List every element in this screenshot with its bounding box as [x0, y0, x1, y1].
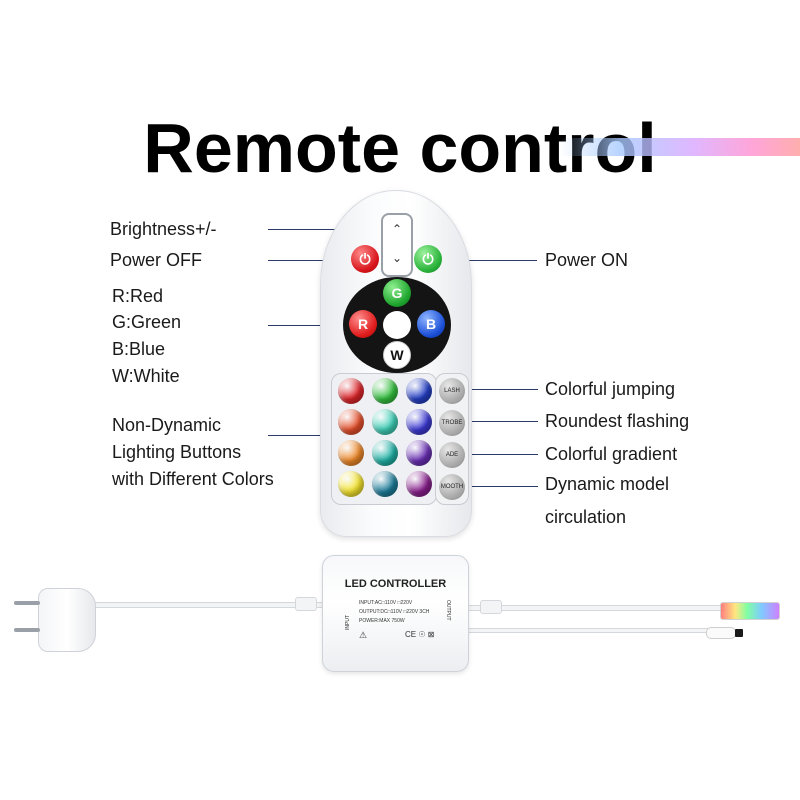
label-green: G:Green — [112, 312, 182, 332]
input-tag: INPUT — [345, 615, 351, 630]
rainbow-swoosh — [560, 138, 800, 156]
label-non-dynamic-1: Non-Dynamic — [112, 415, 222, 435]
white-button[interactable]: W — [383, 341, 411, 369]
eu-plug — [38, 588, 96, 652]
signal-cable — [466, 628, 710, 633]
color-button-r1-c2[interactable] — [372, 378, 398, 404]
warning-icon: ⚠ — [359, 630, 368, 640]
input-strain-relief — [295, 597, 317, 611]
brightness-rocker[interactable]: ⌃ ⌄ — [381, 213, 413, 277]
color-button-r4-c3[interactable] — [406, 471, 432, 497]
label-blue: B:Blue — [112, 339, 166, 359]
led-controller-box: LED CONTROLLER INPUT:AC□110V □220V OUTPU… — [322, 555, 469, 672]
remote-control: ⌃ ⌄ ⏻ ⏻ G R B W LASH TROBE ADE MOOTH — [320, 190, 472, 537]
color-ring: G R B W — [343, 277, 451, 373]
red-button[interactable]: R — [349, 310, 377, 338]
label-colorful-jumping: Colorful jumping — [545, 379, 676, 399]
leader-colorful-gradient — [463, 451, 538, 458]
controller-spec-3: POWER:MAX 750W — [359, 618, 405, 624]
plug-pin-bottom — [14, 628, 40, 632]
controller-spec-2: OUTPUT:DC□110V □220V 3CH — [359, 609, 430, 615]
brightness-down-icon[interactable]: ⌄ — [391, 251, 403, 265]
ring-center — [383, 311, 411, 339]
label-brightness: Brightness+/- — [110, 219, 217, 239]
label-red: R:Red — [112, 286, 164, 306]
green-button[interactable]: G — [383, 279, 411, 307]
fade-button[interactable]: ADE — [439, 442, 465, 468]
leader-roundest-flashing — [463, 418, 538, 425]
blue-button[interactable]: B — [417, 310, 445, 338]
color-button-r4-c1[interactable] — [338, 471, 364, 497]
color-button-r3-c1[interactable] — [338, 440, 364, 466]
flash-button[interactable]: LASH — [439, 378, 465, 404]
label-power-on: Power ON — [545, 250, 629, 270]
strip-connector — [720, 602, 780, 620]
output-cable — [466, 605, 724, 611]
label-white: W:White — [112, 366, 180, 386]
smooth-button[interactable]: MOOTH — [439, 474, 465, 500]
dynamic-buttons: LASH TROBE ADE MOOTH — [435, 373, 469, 505]
leader-dynamic-model — [463, 483, 538, 490]
label-non-dynamic-2: Lighting Buttons — [112, 442, 242, 462]
controller-title: LED CONTROLLER — [344, 578, 447, 590]
brightness-up-icon[interactable]: ⌃ — [391, 222, 403, 236]
color-button-r3-c2[interactable] — [372, 440, 398, 466]
label-non-dynamic-3: with Different Colors — [112, 469, 274, 489]
color-button-r2-c1[interactable] — [338, 409, 364, 435]
output-strain-relief — [480, 600, 502, 614]
color-button-grid — [331, 373, 437, 505]
label-power-off: Power OFF — [110, 250, 203, 270]
controller-spec-1: INPUT:AC□110V □220V — [359, 600, 413, 606]
label-roundest-flashing: Roundest flashing — [545, 411, 690, 431]
color-button-r4-c2[interactable] — [372, 471, 398, 497]
color-button-r2-c2[interactable] — [372, 409, 398, 435]
color-button-r1-c3[interactable] — [406, 378, 432, 404]
power-off-button[interactable]: ⏻ — [351, 245, 379, 273]
strobe-button[interactable]: TROBE — [439, 410, 465, 436]
ce-mark-icon: CE ☉ ⊠ — [405, 630, 435, 639]
color-button-r2-c3[interactable] — [406, 409, 432, 435]
plug-pin-top — [14, 601, 40, 605]
color-button-r1-c1[interactable] — [338, 378, 364, 404]
label-dynamic-model-1: Dynamic model — [545, 474, 670, 494]
output-tag: OUTPUT — [445, 600, 451, 621]
leader-colorful-jumping — [463, 386, 538, 393]
color-button-r3-c3[interactable] — [406, 440, 432, 466]
label-dynamic-model-2: circulation — [545, 507, 627, 527]
label-colorful-gradient: Colorful gradient — [545, 444, 678, 464]
power-on-button[interactable]: ⏻ — [414, 245, 442, 273]
input-cable — [92, 602, 326, 608]
ir-receiver-jack — [706, 627, 743, 639]
